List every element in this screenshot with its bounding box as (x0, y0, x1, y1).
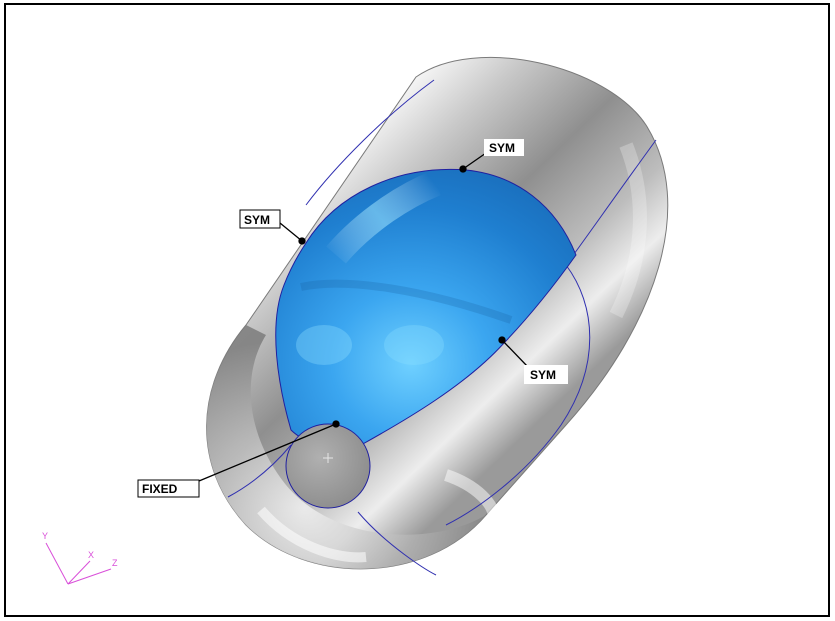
annotation-leaders (198, 152, 529, 482)
label-sym-right[interactable]: SYM (524, 365, 568, 384)
edge-lines (227, 79, 657, 576)
label-fixed[interactable]: FIXED (137, 479, 200, 498)
coordinate-triad-icon (45, 542, 112, 585)
label-sym-left[interactable]: SYM (239, 209, 281, 229)
selected-face[interactable] (275, 168, 577, 448)
triad-z-label: Z (112, 558, 118, 568)
label-sym-top-text: SYM (489, 141, 515, 155)
label-sym-right-text: SYM (530, 368, 556, 382)
fixed-face[interactable] (285, 423, 371, 509)
triad-x-label: X (88, 550, 94, 560)
graphics-viewport[interactable]: SYM SYM SYM FIXED Y X Z (4, 3, 830, 617)
triad-y-label: Y (42, 531, 48, 541)
label-sym-top[interactable]: SYM (484, 139, 524, 156)
label-sym-left-text: SYM (244, 213, 270, 227)
label-fixed-text: FIXED (142, 482, 178, 496)
model-canvas[interactable]: SYM SYM SYM FIXED Y X Z (6, 5, 828, 615)
